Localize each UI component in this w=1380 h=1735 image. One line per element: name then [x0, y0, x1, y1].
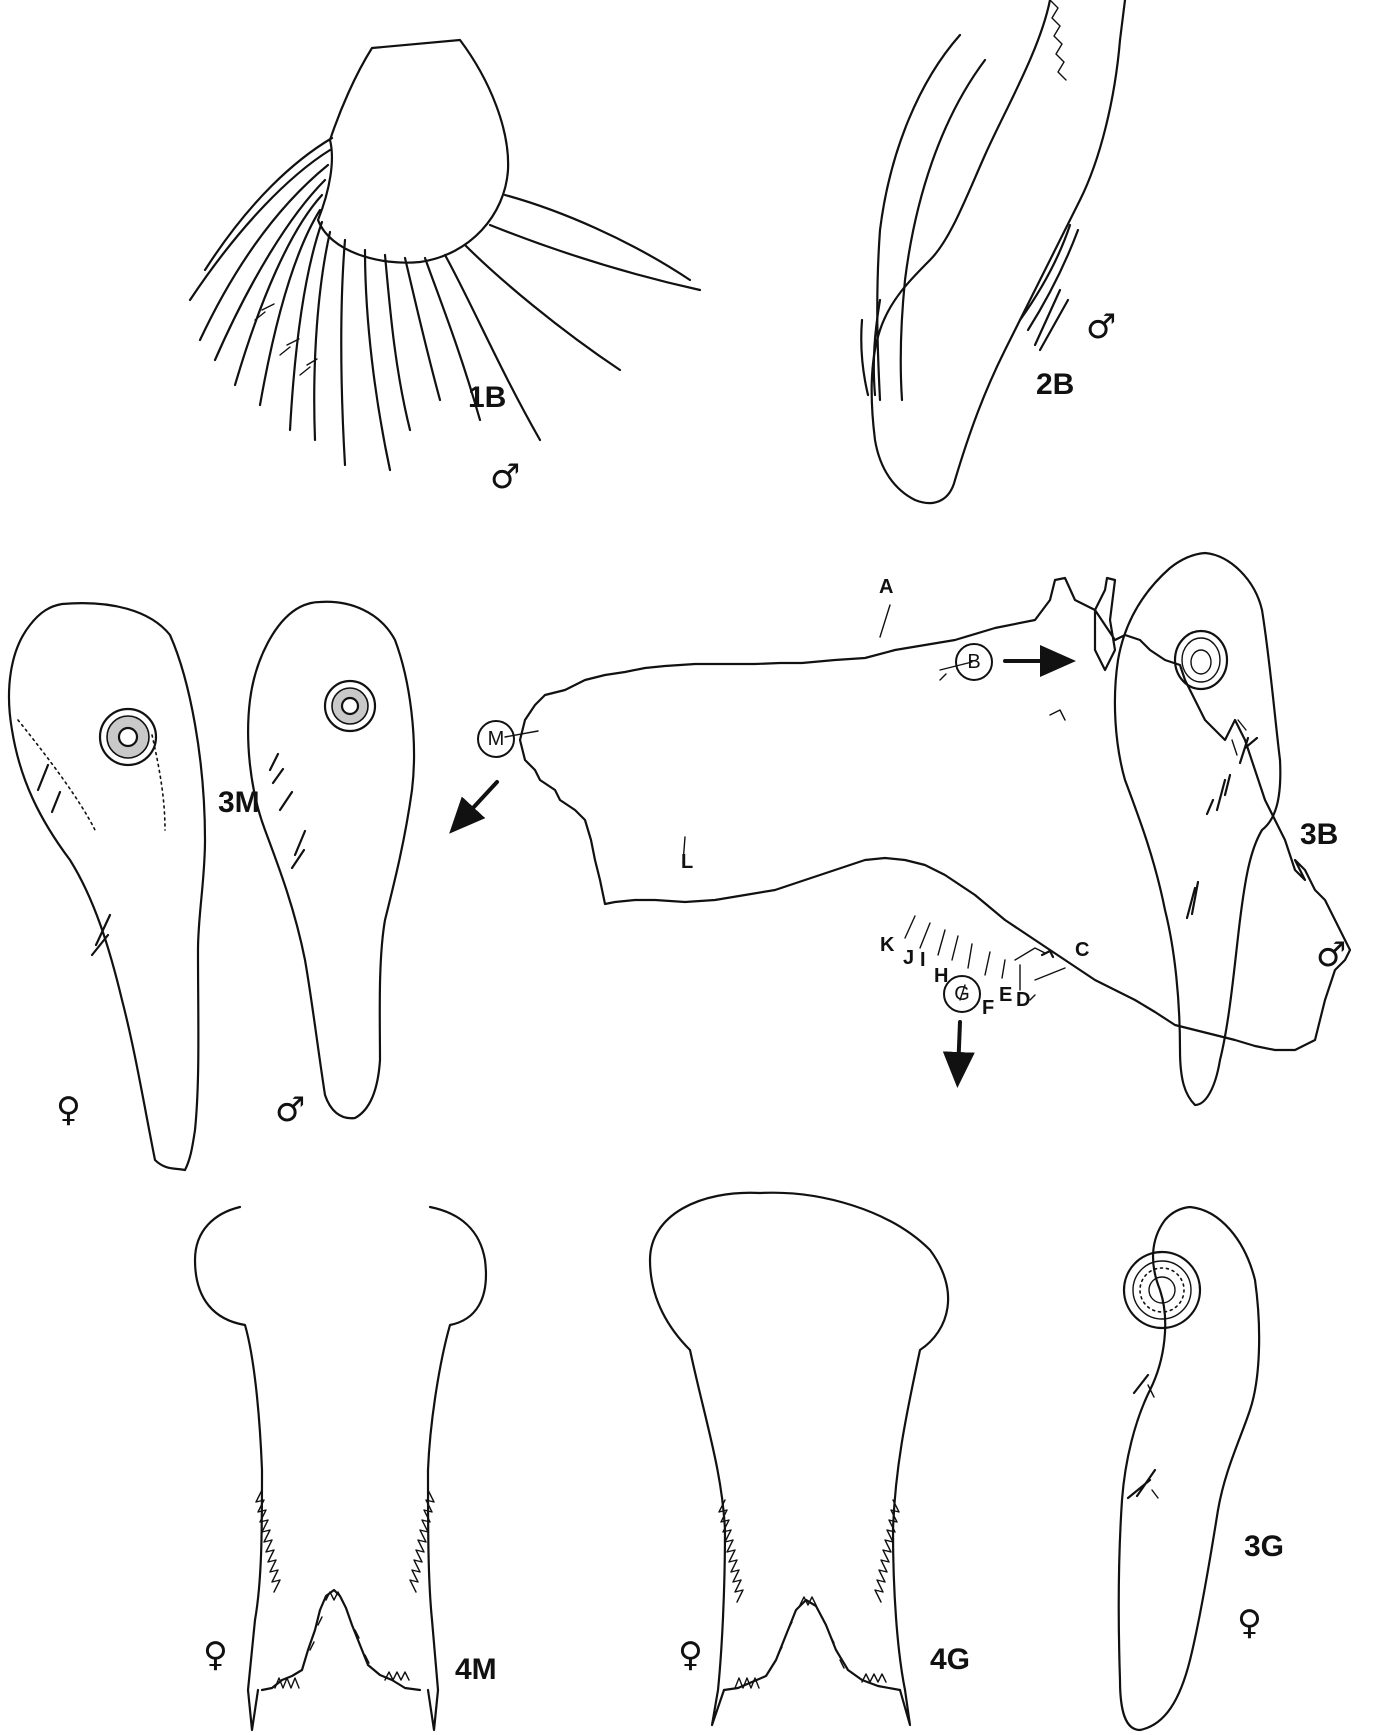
figure-3M-female-drawing [9, 603, 205, 1170]
site-label-A: A [879, 577, 893, 597]
figure-3M-label: 3M [218, 788, 260, 818]
island-map [460, 578, 1350, 1072]
figure-3G-label: 3G [1244, 1532, 1284, 1562]
figure-2B-drawing [861, 0, 1125, 503]
site-label-H: H [934, 966, 948, 986]
female-symbol-4M: ♀ [203, 1638, 228, 1672]
site-label-I: I [920, 950, 926, 970]
figure-1B-drawing [190, 40, 700, 470]
figure-3M-male-drawing [248, 602, 414, 1118]
site-label-M: M [477, 720, 515, 758]
male-symbol-3B: ♂ [1316, 938, 1346, 972]
site-label-F: F [982, 998, 994, 1018]
male-symbol-3M: ♂ [275, 1093, 305, 1127]
figure-3G-female-drawing [1119, 1207, 1259, 1730]
female-symbol-3G: ♀ [1237, 1606, 1262, 1640]
male-symbol-1B: ♂ [490, 460, 520, 494]
site-label-G: G [943, 975, 981, 1013]
site-label-C: C [1075, 940, 1089, 960]
male-symbol-2B: ♂ [1086, 310, 1116, 344]
site-label-L: L [681, 852, 693, 872]
female-symbol-3M: ♀ [56, 1093, 81, 1127]
female-symbol-4G: ♀ [678, 1638, 703, 1672]
figure-3B-label: 3B [1300, 820, 1338, 850]
figure-4M-female-drawing [195, 1207, 486, 1730]
site-label-B: B [955, 643, 993, 681]
figure-1B-label: 1B [468, 383, 506, 413]
site-label-E: E [999, 985, 1012, 1005]
figure-4M-label: 4M [455, 1655, 497, 1685]
figure-4G-label: 4G [930, 1645, 970, 1675]
site-label-D: D [1016, 990, 1030, 1010]
site-label-J: J [903, 948, 914, 968]
figure-3B-male-drawing [1115, 553, 1280, 1105]
site-label-K: K [880, 935, 894, 955]
figure-2B-label: 2B [1036, 370, 1074, 400]
